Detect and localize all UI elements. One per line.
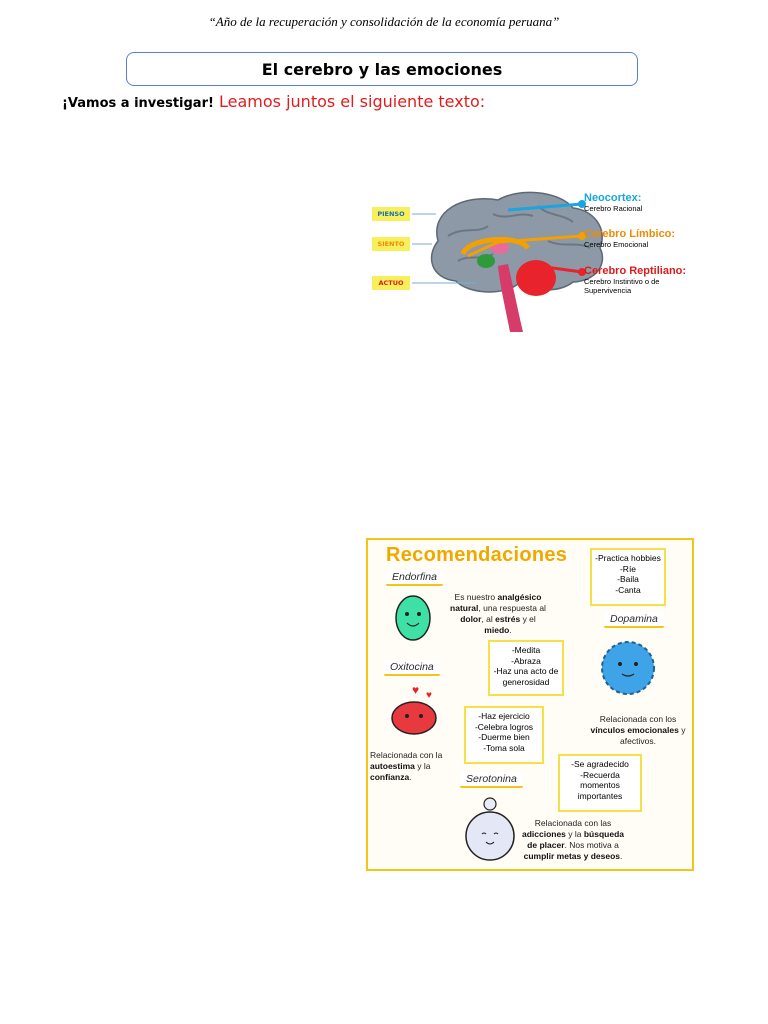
hormone-endorfina: Endorfina bbox=[386, 570, 443, 586]
hormone-dopamina: Dopamina bbox=[604, 612, 664, 628]
tag-siento: SIENTO bbox=[372, 237, 410, 251]
endorfina-desc: Es nuestro analgésico natural, una respu… bbox=[450, 592, 546, 635]
oxitocina-tips: -Haz ejercicio -Celebra logros -Duerme b… bbox=[464, 706, 544, 764]
serotonina-tips: -Se agradecido -Recuerda momentos import… bbox=[558, 754, 642, 812]
hormone-serotonina: Serotonina bbox=[460, 772, 523, 788]
label-reptiliano: Cerebro Reptiliano: Cerebro Instintivo o… bbox=[584, 265, 694, 295]
svg-text:♥: ♥ bbox=[426, 690, 432, 701]
brain-illustration bbox=[412, 191, 604, 332]
intro-lead: ¡Vamos a investigar! bbox=[62, 96, 214, 111]
recommendations-card: Recomendaciones Endorfina Es nuestro ana… bbox=[366, 538, 694, 871]
intro-instruction: Leamos juntos el siguiente texto: bbox=[219, 92, 486, 111]
label-neocortex: Neocortex: Cerebro Racional bbox=[584, 192, 694, 213]
page-title-box: El cerebro y las emociones bbox=[126, 52, 638, 86]
recommendations-title: Recomendaciones bbox=[386, 544, 568, 566]
brain-diagram: PIENSO SIENTO ACTUO Neocortex: Cerebro R… bbox=[368, 186, 698, 336]
serotonina-character-icon bbox=[465, 797, 515, 861]
tag-pienso: PIENSO bbox=[372, 207, 410, 221]
endorfina-character-icon bbox=[395, 595, 431, 641]
tag-actuo: ACTUO bbox=[372, 276, 410, 290]
hormone-oxitocina: Oxitocina bbox=[384, 660, 440, 676]
motto: “Año de la recuperación y consolidación … bbox=[208, 14, 560, 29]
dopamina-tips: -Medita -Abraza -Haz una acto de generos… bbox=[488, 640, 564, 696]
dopamina-character-icon bbox=[601, 641, 655, 695]
intro-line: ¡Vamos a investigar! Leamos juntos el si… bbox=[62, 92, 485, 111]
page-title: El cerebro y las emociones bbox=[261, 59, 503, 79]
label-limbico: Cerebro Límbico: Cerebro Emocional bbox=[584, 228, 694, 249]
serotonina-desc: Relacionada con las adicciones y la búsq… bbox=[521, 818, 625, 861]
endorfina-tips: -Practica hobbies -Ríe -Baila -Canta bbox=[590, 548, 666, 606]
svg-text:♥: ♥ bbox=[412, 683, 419, 697]
label-reptiliano-name: Cerebro Reptiliano: bbox=[584, 265, 687, 277]
oxitocina-desc: Relacionada con la autoestima y la confi… bbox=[370, 750, 443, 782]
label-reptiliano-sub: Cerebro Instintivo o de Supervivencia bbox=[584, 277, 660, 295]
label-limbico-name: Cerebro Límbico: bbox=[584, 228, 676, 240]
label-neocortex-sub: Cerebro Racional bbox=[584, 204, 643, 213]
label-limbico-sub: Cerebro Emocional bbox=[584, 240, 649, 249]
label-neocortex-name: Neocortex: bbox=[584, 192, 642, 204]
dopamina-desc: Relacionada con los vínculos emocionales… bbox=[590, 714, 686, 746]
oxitocina-character-icon: ♥ ♥ bbox=[391, 683, 437, 735]
